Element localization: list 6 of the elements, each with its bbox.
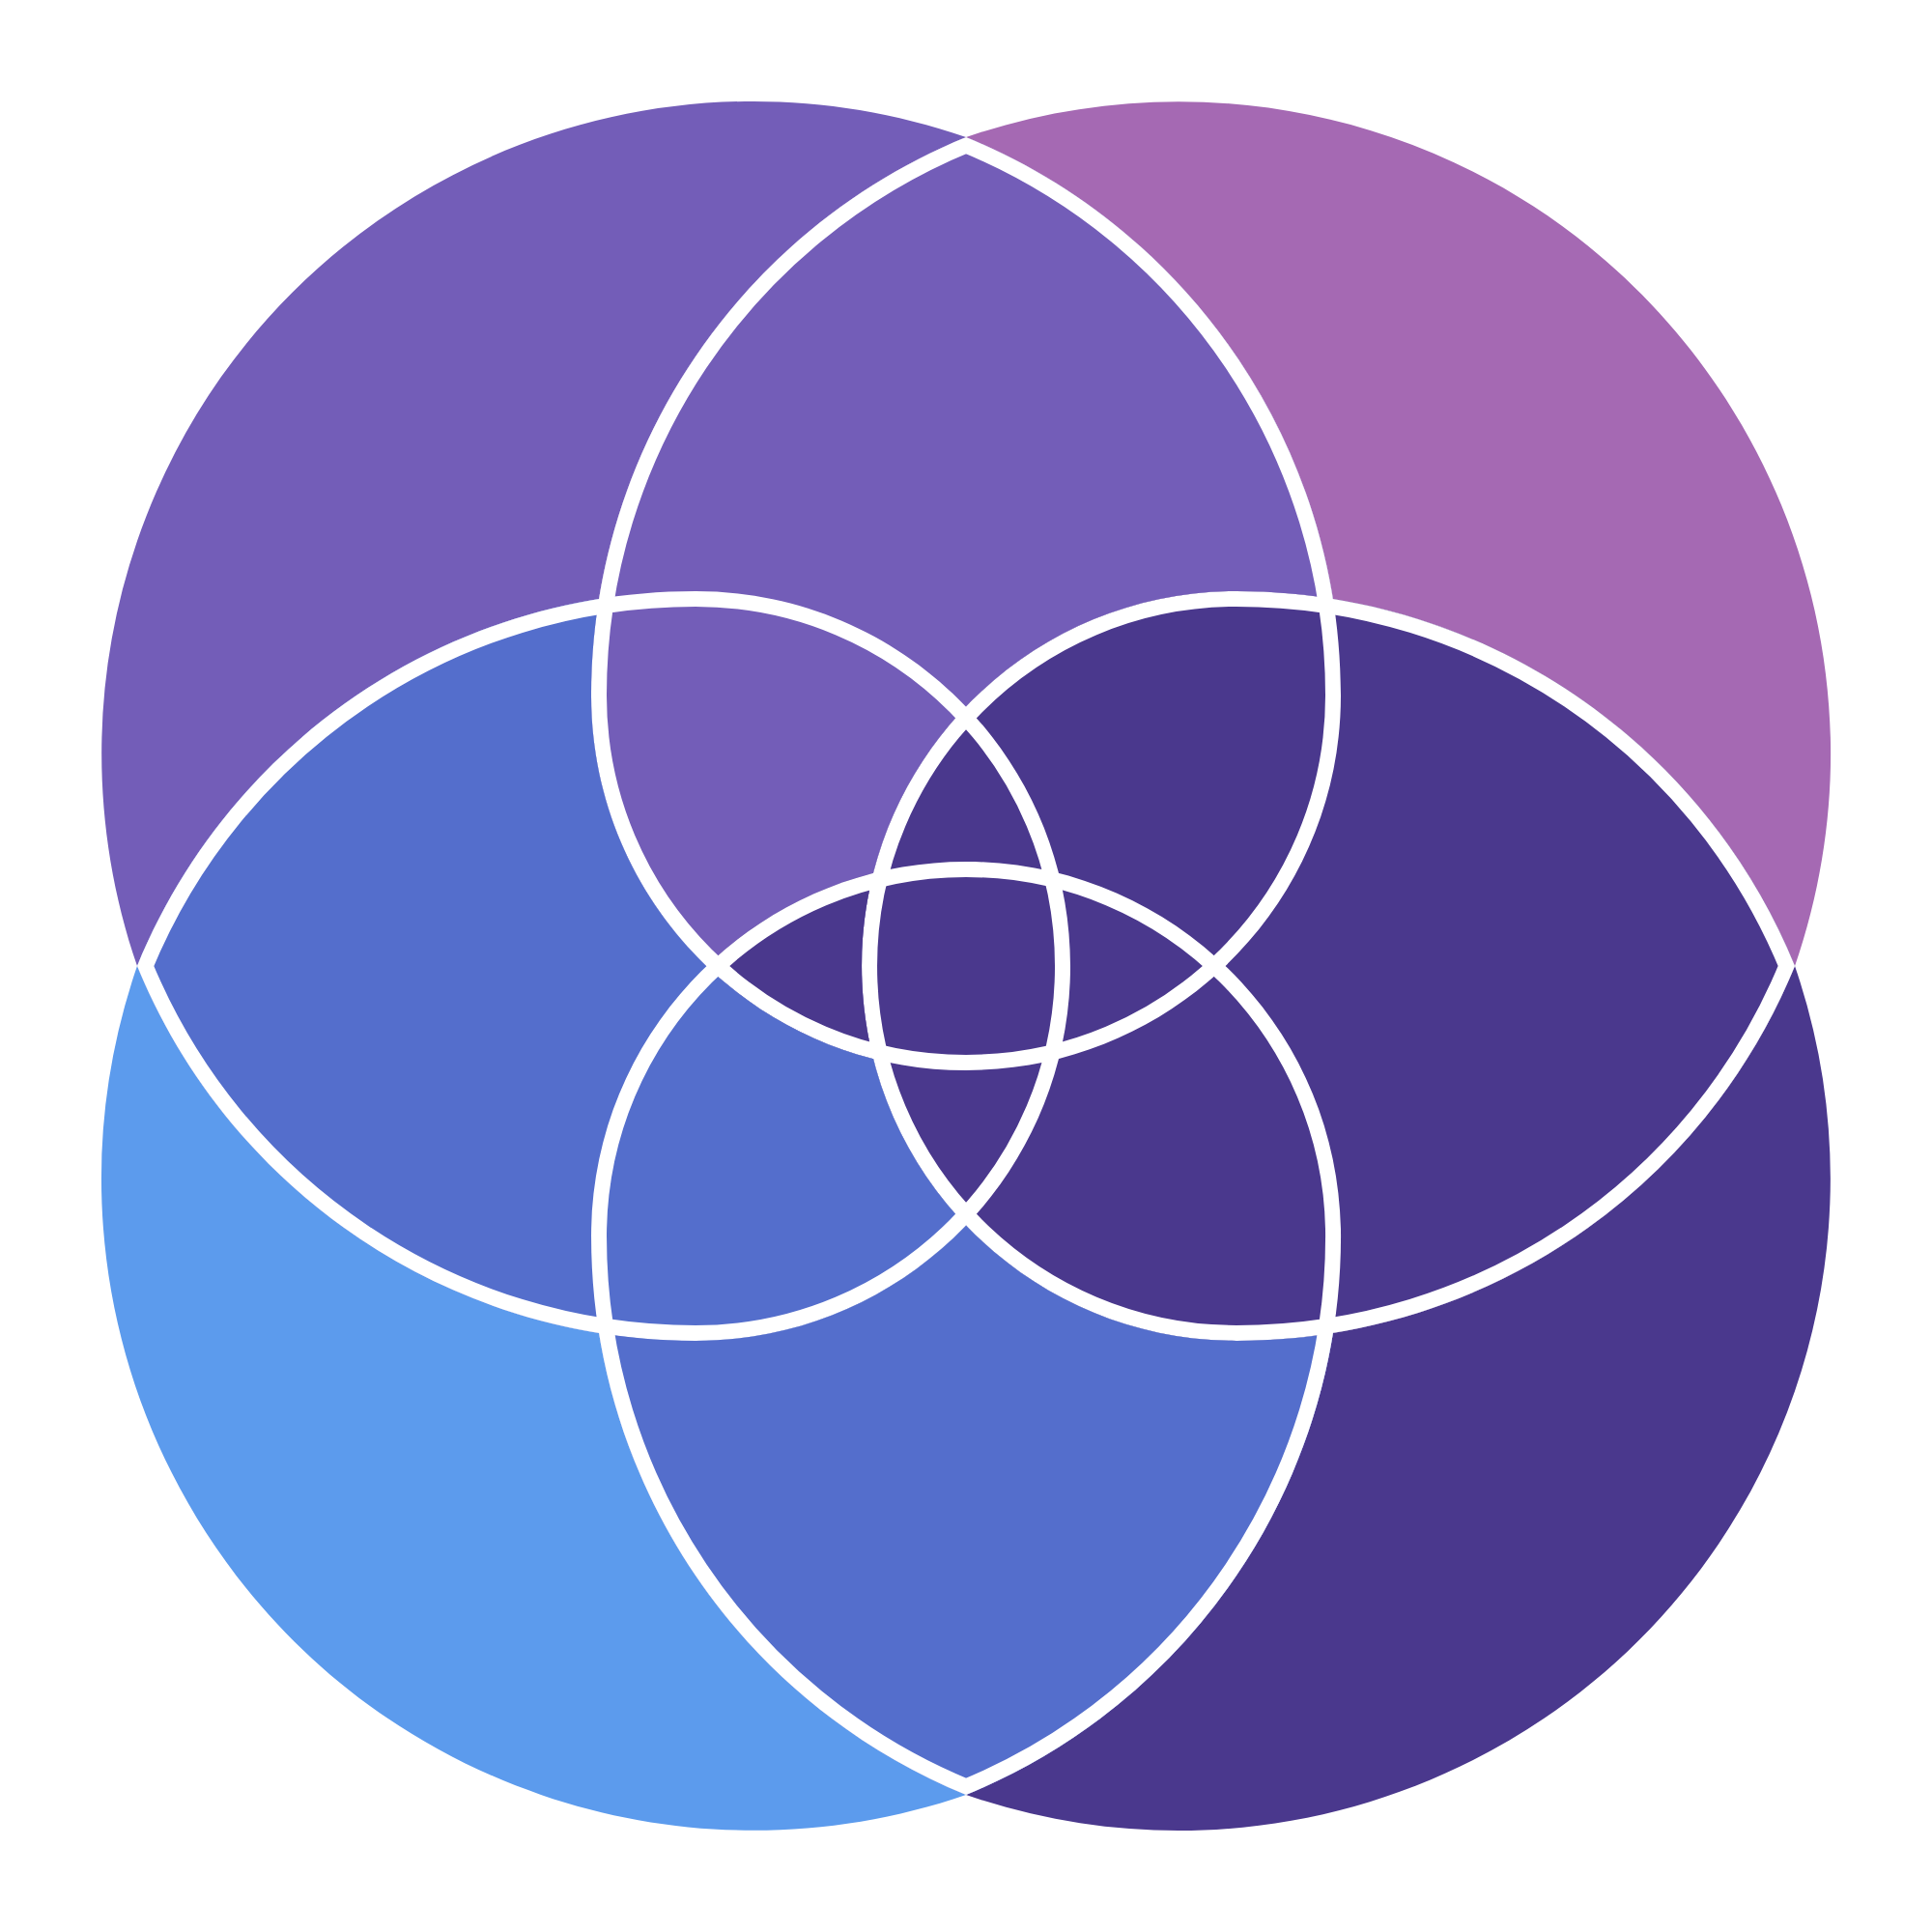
circle-segment bbox=[101, 102, 967, 966]
circle-segment bbox=[102, 966, 966, 1831]
teardrop-shape bbox=[591, 862, 1342, 1795]
circle-segment bbox=[966, 966, 1831, 1830]
circle-segment bbox=[966, 101, 1830, 966]
teardrop-shape bbox=[137, 590, 1070, 1341]
